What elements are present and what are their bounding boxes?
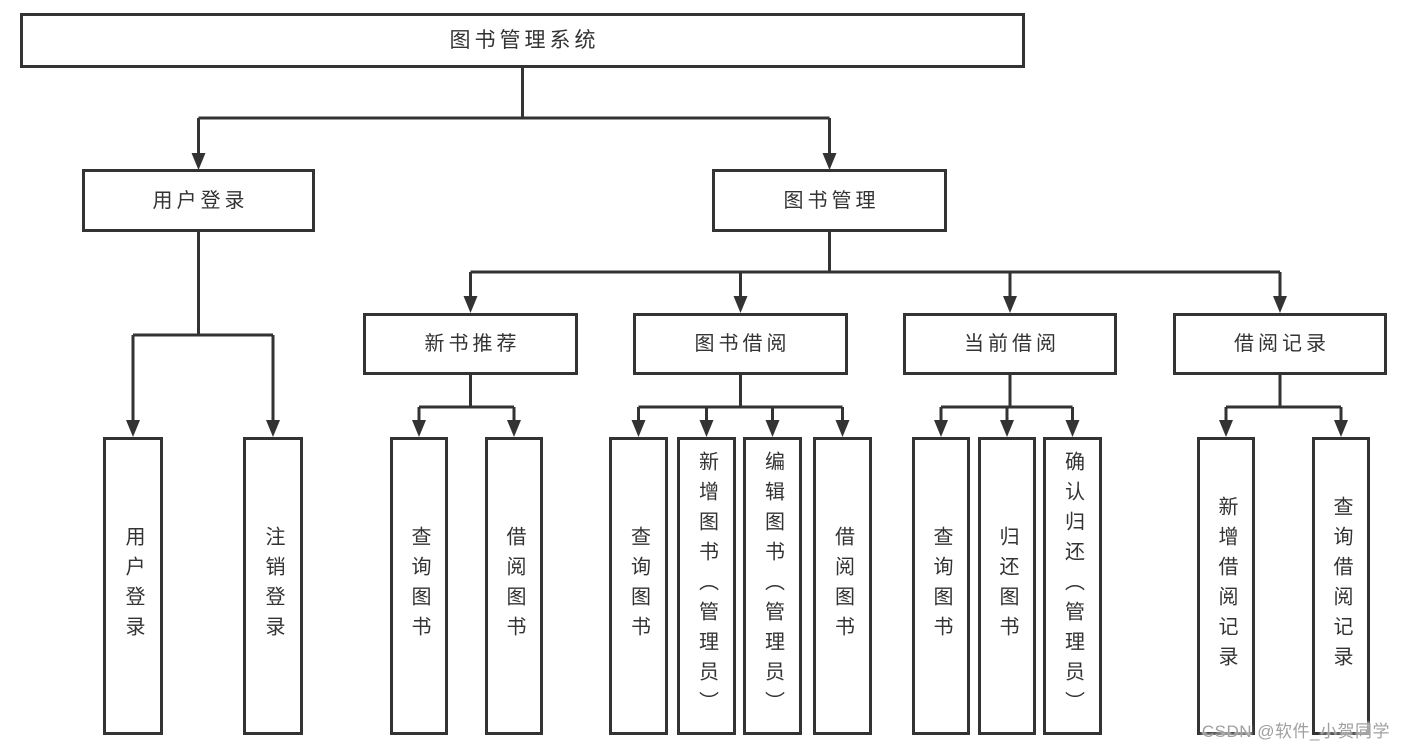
node-label: 借阅记录	[1234, 333, 1330, 355]
leaf-current-query-books: 查询图书	[912, 437, 970, 735]
leaf-current-return-books: 归还图书	[978, 437, 1036, 735]
leaf-label: 用户登录	[122, 526, 144, 646]
node-book-management: 图书管理	[712, 169, 947, 232]
leaf-label: 借阅图书	[831, 526, 854, 646]
node-label: 新书推荐	[424, 333, 521, 355]
leaf-label: 新增图书（管理员）	[695, 451, 718, 721]
leaf-label: 查询图书	[408, 526, 430, 646]
leaf-label: 查询借阅记录	[1330, 496, 1352, 676]
node-borrowing-records: 借阅记录	[1173, 313, 1387, 375]
node-current-borrowing: 当前借阅	[903, 313, 1117, 375]
leaf-label: 编辑图书（管理员）	[761, 451, 784, 721]
leaf-records-query-record: 查询借阅记录	[1312, 437, 1370, 735]
leaf-label: 确认归还（管理员）	[1061, 451, 1084, 721]
leaf-user-login: 用户登录	[103, 437, 163, 735]
leaf-recommend-query-books: 查询图书	[390, 437, 448, 735]
leaf-recommend-borrow-books: 借阅图书	[485, 437, 543, 735]
leaf-borrow-query-books: 查询图书	[609, 437, 668, 735]
node-label: 当前借阅	[964, 333, 1060, 355]
leaf-borrow-add-books-admin: 新增图书（管理员）	[677, 437, 736, 735]
node-label: 图书管理	[783, 189, 880, 212]
leaf-label: 新增借阅记录	[1215, 496, 1237, 676]
leaf-borrow-edit-books-admin: 编辑图书（管理员）	[743, 437, 802, 735]
node-user-login: 用户登录	[82, 169, 315, 232]
leaf-current-confirm-return-admin: 确认归还（管理员）	[1043, 437, 1102, 735]
node-new-book-recommend: 新书推荐	[363, 313, 578, 375]
leaf-label: 借阅图书	[503, 526, 525, 646]
leaf-label: 注销登录	[262, 526, 284, 646]
leaf-label: 查询图书	[627, 526, 650, 646]
leaf-logout: 注销登录	[243, 437, 303, 735]
node-label: 图书管理系统	[449, 29, 600, 52]
leaf-records-add-record: 新增借阅记录	[1197, 437, 1255, 735]
leaf-label: 查询图书	[930, 526, 952, 646]
leaf-borrow-borrow-books: 借阅图书	[813, 437, 872, 735]
leaf-label: 归还图书	[996, 526, 1018, 646]
watermark: CSDN @软件_小贺同学	[1201, 722, 1390, 741]
node-label: 用户登录	[152, 189, 249, 212]
node-label: 图书借阅	[694, 333, 791, 355]
node-book-borrowing: 图书借阅	[633, 313, 848, 375]
node-library-system: 图书管理系统	[20, 13, 1025, 68]
